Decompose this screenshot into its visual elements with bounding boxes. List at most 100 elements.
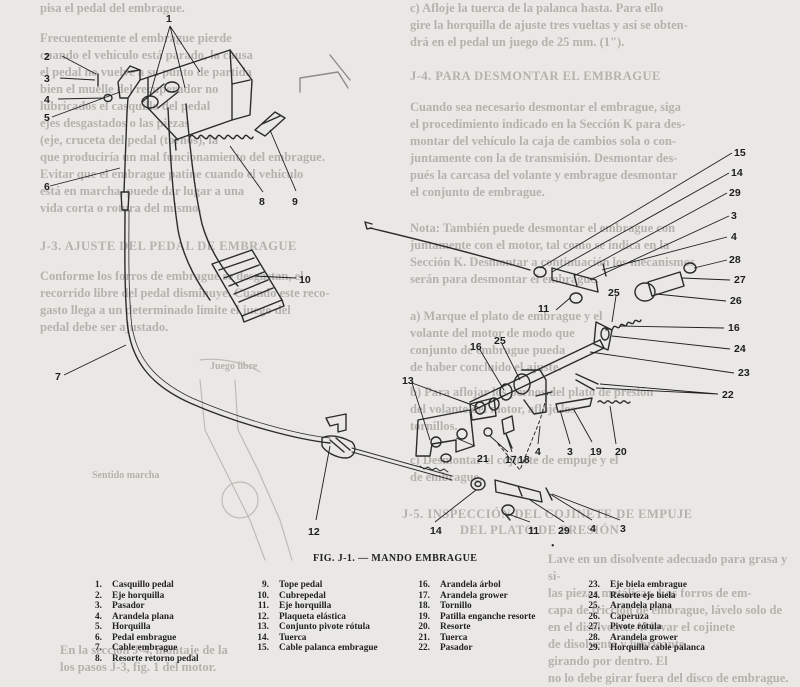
ghost-bottom-left-2: los pasos J-3, fig. 1 del motor. [60,660,217,674]
callout-8: 8 [259,196,265,208]
legend-item: 3. Pasador [80,601,199,612]
legend-item-number: 8. [95,653,102,664]
legend-item: 4. Arandela plana [80,612,199,623]
legend-item-number: 25. [588,601,600,611]
legend-item-label: Eje biela embrague [610,580,687,590]
return-spring [189,134,254,140]
elastic-plate [325,413,347,433]
ghost-text-left-top: pisa el pedal del embrague. [40,1,185,15]
legend-item-number: 4. [95,611,102,622]
split-pins-22 [575,373,599,391]
callout-22: 22 [722,389,734,401]
legend-item-label: Arandela plana [610,601,672,611]
legend-item-number: 14. [257,632,269,643]
ghost-line: Frecuentemente el embrague pierde [40,31,232,45]
ghost-line: ejes desgastados o las piezas [40,116,190,130]
legend-item: 19. Patilla enganche resorte [408,612,535,623]
legend-item: 5.Horquilla [80,622,199,633]
ghost-line: el pedal no vuelve a su punto de partida [40,65,252,79]
fork-pin-11-lower [501,504,515,516]
pedal-bushing [141,81,180,109]
legend-item: 18.Tornillo [408,601,535,612]
callout-5: 5 [44,112,50,124]
ghost-paragraph-left-2: Evitar que el embrague patine cuando el … [40,166,375,217]
legend-item-label: Horquilla cable palanca [610,643,705,653]
ghost-paragraph-left-1: Frecuentemente el embrague pierde cuando … [40,30,375,166]
callout-10: 10 [299,274,311,286]
legend-item-number: 3. [95,601,102,611]
ghost-line: drá en el pedal un juego de 25 mm. (1"). [410,35,625,49]
legend-item: 14.Tuerca [247,633,378,644]
legend-item: 15.Cable palanca embrague [247,643,377,654]
release-lever [499,369,553,415]
grower-washer-17 [483,427,493,437]
ghost-heading-right-3: DEL PLATO DE PRESIÓN [460,523,620,537]
ghost-bottom-left-1: En la sección J-4, montaje de la [60,643,228,657]
legend-item: 7.Cable embrague [80,643,199,654]
legend-item-label: Caperuza [610,611,649,622]
legend-item: 9.Tope pedal [247,580,378,591]
callout-14-lower: 14 [430,525,442,537]
ghost-line: cuando el vehículo está parado, la causa [40,48,253,62]
legend-item-number: 22. [418,643,430,653]
legend-item: 23.Eje biela embrague [578,580,705,591]
washer-25-upper [600,327,610,341]
legend-item: 1.Casquillo pedal [80,580,199,591]
ghost-line: Lave en un disolvente adecuado para gras… [548,552,788,583]
callout-9: 9 [292,196,298,208]
nut-21 [440,453,452,463]
ghost-line: gasto llega a un determinado límite el j… [40,303,291,317]
legend-item-number: 11. [257,601,269,611]
fork-5 [117,65,141,113]
legend-item-number: 17. [418,590,430,601]
legend-item-number: 19. [418,611,430,622]
legend-item-label: Arandela árbol [440,580,501,590]
legend-item: 8. Resorte retorno pedal [80,654,199,665]
nut-14-lower [470,477,486,491]
legend-item: 16.Arandela árbol [408,580,535,591]
legend-item-number: 5. [95,622,102,632]
legend-item: 21.Tuerca [408,633,535,644]
ghost-line: (eje, cruceta del pedal (tornos), la [40,133,219,147]
legend-item: 29.Horquilla cable palanca [578,643,705,654]
callout-16-right: 16 [728,322,740,334]
legend-item: 25. Arandela plana [578,601,705,612]
legend-item: 17.Arandela grower [408,591,535,602]
legend-item-label: Pasador [112,601,145,611]
legend-item: 22.Pasador [408,643,535,654]
ghost-line: girando por dentro. El [548,654,668,668]
ghost-small-label-1: Juego libre [210,361,258,372]
legend-item-number: 18. [418,601,430,611]
legend-item-label: Arandela plana [112,611,174,622]
legend-item-label: Pedal embrague [112,632,177,643]
split-pin-upper [602,263,607,277]
ghost-line: está en marcha, puede dar lugar a una [40,184,245,198]
legend-item-label: Tope pedal [279,580,323,590]
ghost-line: capa de fricción de embrague, lávelo sol… [548,603,782,617]
callout-1: 1 [166,13,172,25]
assembly-guide-line [497,391,549,471]
split-pin-lower [545,487,553,501]
legend-item: 11. Eje horquilla [247,601,378,612]
callout-4: 4 [44,94,50,106]
ghost-heading-left: J-3. AJUSTE DEL PEDAL DE EMBRAGUE [40,239,297,253]
fork-pin-11-upper [569,292,583,304]
callout-23: 23 [738,367,750,379]
pedal-bracket [139,49,253,151]
callout-27: 27 [734,274,746,286]
cable-adjuster [321,435,453,481]
legend-item-label: Eje horquilla [279,601,332,611]
cap-26 [634,282,656,302]
ghost-line: del volante del motor, afloje los [410,402,576,416]
legend-item: 2.Eje horquilla [80,591,199,602]
ghost-paragraph-right-1: Cuando sea necesario desmontar el embrag… [410,99,790,201]
ghost-line: pedal debe ser ajustado. [40,320,169,334]
legend-item-label: Patilla enganche resorte [440,611,536,622]
ghost-heading-right: J-4. PARA DESMONTAR EL EMBRAGUE [410,69,661,83]
legend-item-label: Resorte retorno pedal [112,653,199,664]
ghost-line: Sección K. Desmontar a continuación los … [410,255,695,269]
ghost-heading-right-2: J-5. INSPECCIÓN DEL COJINETE DE EMPUJE [402,507,693,521]
